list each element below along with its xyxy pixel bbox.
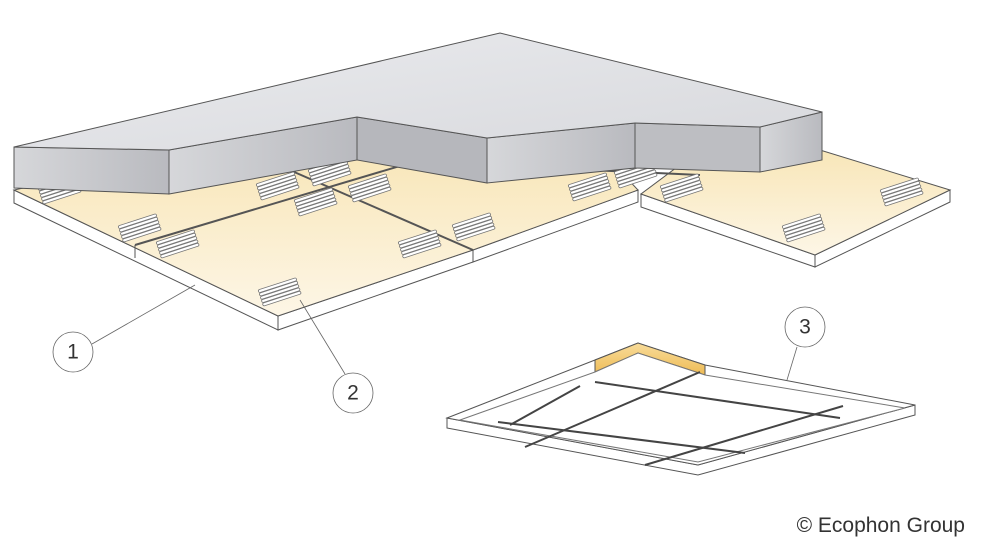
callout-2: 2: [299, 299, 374, 414]
callout-1: 1: [52, 284, 196, 373]
callout-3: 3: [784, 306, 826, 381]
ceiling-panel-group-right: [589, 149, 952, 268]
suspended-ceiling-module: [445, 342, 916, 476]
callout-label-1: 1: [67, 341, 79, 364]
concrete-slab: [13, 32, 823, 195]
callout-label-3: 3: [799, 316, 811, 339]
copyright-notice: © Ecophon Group: [796, 514, 965, 537]
callout-label-2: 2: [347, 382, 359, 405]
